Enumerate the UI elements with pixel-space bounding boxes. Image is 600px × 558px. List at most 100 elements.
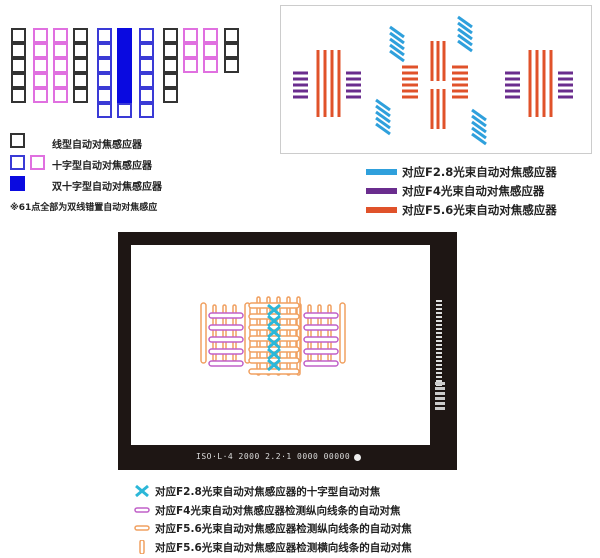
vf-f4-horizontal-point [208,324,244,331]
cross-sensor-legend-icon-pink [30,155,45,170]
vertical-bar-f56-icon [134,538,150,558]
f28-sensor-line [457,27,473,41]
line-sensor-legend-label: 线型自动对焦感应器 [52,140,142,151]
cross-sensor-legend-icon-blue [10,155,25,170]
vf-f56-horizontal-point [248,357,300,364]
cross-sensor-point [97,43,112,58]
dual-cross-sensor-legend-icon [10,176,25,191]
horizontal-bar-f4-icon [134,502,150,521]
line-sensor-point [73,28,88,43]
viewfinder-legend-label: 对应F4光束自动对焦感应器检测纵向线条的自动对焦 [155,504,401,517]
cross-sensor-point [97,28,112,43]
cross-sensor-legend-label: 十字型自动对焦感应器 [52,161,152,172]
cross-sensor-point [33,58,48,73]
frame-counter [435,382,445,412]
f28-sensor-line [389,37,405,51]
line-sensor-point [163,88,178,103]
vf-f4-horizontal-point [303,312,339,319]
f28-sensor-line [457,15,473,29]
sensor-legend-swatch [366,188,397,194]
dual-cross-sensor-point [117,73,132,88]
cross-sensor-point [139,103,154,118]
f28-sensor-line [471,132,487,146]
cross-sensor-point [33,28,48,43]
cross-x-icon [134,483,150,502]
f28-sensor-line [471,126,487,140]
vf-f56-horizontal-point [248,313,300,320]
cross-sensor-point [139,58,154,73]
f28-sensor-line [389,31,405,45]
vf-f28-cross-point [267,336,281,350]
vf-f4-horizontal-point [303,360,339,367]
dual-cross-sensor-point [117,28,132,43]
vf-f56-horizontal-point [248,324,300,331]
note: ※61点全部为双线错置自动对焦感应 [10,203,158,213]
cross-sensor-point [97,58,112,73]
viewfinder-status-text: ISO·L·4 2000 2.2·1 0000 00000 [196,452,351,461]
line-sensor-point [73,58,88,73]
f28-sensor-line [389,49,405,63]
line-sensor-legend-icon [10,133,25,148]
f28-sensor-line [471,108,487,122]
line-sensor-point [163,58,178,73]
cross-sensor-point [183,43,198,58]
vf-f56-vertical-point [339,302,346,364]
line-sensor-point [73,43,88,58]
cross-sensor-point [53,88,68,103]
vf-f28-cross-point [267,303,281,317]
f28-sensor-line [375,110,391,124]
vf-f56-horizontal-point [248,302,300,309]
f28-sensor-line [375,104,391,118]
f28-sensor-line [375,122,391,136]
line-sensor-point [73,73,88,88]
vf-f4-horizontal-point [303,348,339,355]
line-sensor-point [224,58,239,73]
f28-sensor-line [471,120,487,134]
exposure-scale [436,300,442,390]
vf-f28-cross-point [267,314,281,328]
vf-f4-horizontal-point [303,324,339,331]
line-sensor-point [11,58,26,73]
vf-f4-horizontal-point [208,312,244,319]
sensor-layout-diagram [280,5,592,154]
cross-sensor-point [97,73,112,88]
f28-sensor-line [457,39,473,53]
dual-cross-sensor-legend-label: 双十字型自动对焦感应器 [52,182,162,193]
line-sensor-point [11,43,26,58]
line-sensor-point [163,43,178,58]
vf-f4-horizontal-point [208,336,244,343]
viewfinder-legend-label: 对应F5.6光束自动对焦感应器检测纵向线条的自动对焦 [155,523,412,535]
vf-f4-horizontal-point [303,336,339,343]
cross-sensor-point [33,43,48,58]
cross-sensor-point [139,28,154,43]
line-sensor-point [11,88,26,103]
cross-sensor-point [203,43,218,58]
vf-f4-horizontal-point [208,348,244,355]
cross-sensor-point [203,58,218,73]
f28-sensor-line [389,43,405,57]
cross-sensor-point [53,73,68,88]
sensor-legend-swatch [366,169,397,175]
dual-cross-sensor-point [117,88,132,103]
cross-sensor-point [139,88,154,103]
cross-sensor-point [183,28,198,43]
line-sensor-point [73,88,88,103]
line-sensor-point [224,28,239,43]
vf-f28-cross-point [267,325,281,339]
vf-f28-cross-point [267,347,281,361]
vf-f56-horizontal-point [248,335,300,342]
f28-sensor-line [471,114,487,128]
f28-sensor-line [375,116,391,130]
line-sensor-point [224,43,239,58]
viewfinder-legend-label: 对应F5.6光束自动对焦感应器检测横向线条的自动对焦 [155,541,412,554]
horizontal-bar-f56-icon [134,520,150,539]
dual-cross-sensor-point [117,58,132,73]
sensor-legend-label: 对应F4光束自动对焦感应器 [402,184,545,198]
vf-f56-vertical-point [200,302,207,364]
focus-confirm-icon [354,454,361,461]
cross-sensor-point [139,73,154,88]
f28-sensor-line [457,33,473,47]
vf-f28-cross-point [267,358,281,372]
cross-sensor-point [97,88,112,103]
line-sensor-point [163,73,178,88]
